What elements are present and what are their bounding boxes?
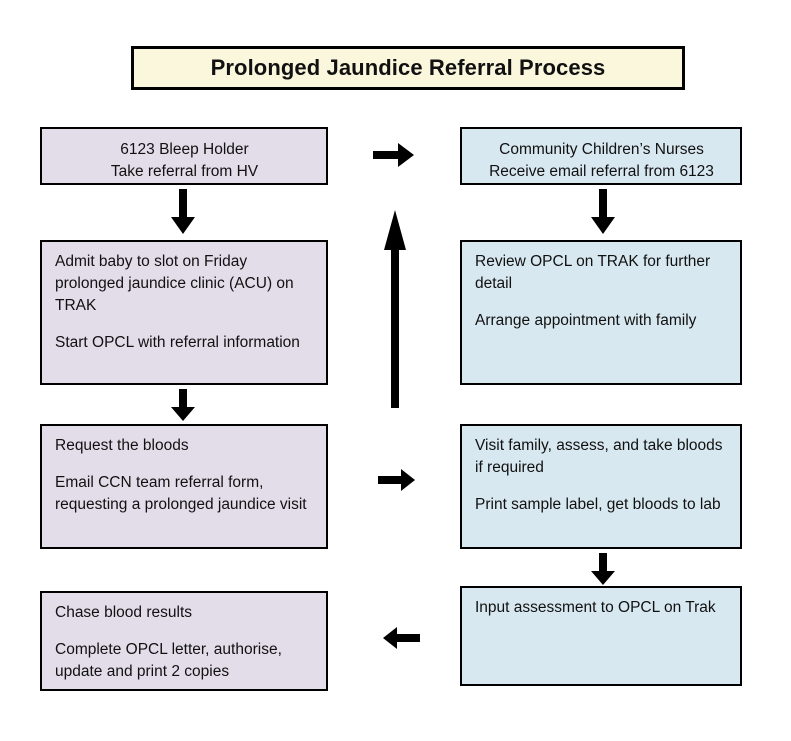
process-box-line: Print sample label, get bloods to lab xyxy=(475,496,721,513)
arrow-down-icon xyxy=(170,189,196,235)
process-box-admit-baby[interactable]: Admit baby to slot on Friday prolonged j… xyxy=(40,240,328,385)
process-box-review-opcl-content: Review OPCL on TRAK for further detail A… xyxy=(462,242,740,341)
process-box-input-assessment[interactable]: Input assessment to OPCL on Trak xyxy=(460,586,742,686)
arrow-down-icon xyxy=(590,189,616,235)
process-box-bleep-holder[interactable]: 6123 Bleep Holder Take referral from HV xyxy=(40,127,328,185)
arrow-left-icon xyxy=(382,626,420,650)
process-box-ccn-receive-referral-content: Community Children’s Nurses Receive emai… xyxy=(462,129,740,192)
process-box-line: Visit family, assess, and take bloods if… xyxy=(475,437,723,476)
process-box-line: Receive email referral from 6123 xyxy=(489,163,714,180)
process-box-request-bloods[interactable]: Request the bloods Email CCN team referr… xyxy=(40,424,328,549)
process-box-line: Chase blood results xyxy=(55,604,192,621)
arrow-right-icon xyxy=(378,468,416,492)
process-box-visit-family[interactable]: Visit family, assess, and take bloods if… xyxy=(460,424,742,549)
process-box-input-assessment-content: Input assessment to OPCL on Trak xyxy=(462,588,740,628)
process-box-line: Request the bloods xyxy=(55,437,189,454)
process-box-line: Admit baby to slot on Friday prolonged j… xyxy=(55,253,294,314)
arrow-down-icon xyxy=(170,389,196,422)
process-box-chase-blood-results-content: Chase blood results Complete OPCL letter… xyxy=(42,593,326,692)
process-box-line: Review OPCL on TRAK for further detail xyxy=(475,253,711,292)
diagram-title-box: Prolonged Jaundice Referral Process xyxy=(131,46,685,90)
process-box-review-opcl[interactable]: Review OPCL on TRAK for further detail A… xyxy=(460,240,742,385)
process-box-visit-family-content: Visit family, assess, and take bloods if… xyxy=(462,426,740,525)
process-box-ccn-receive-referral[interactable]: Community Children’s Nurses Receive emai… xyxy=(460,127,742,185)
process-box-request-bloods-content: Request the bloods Email CCN team referr… xyxy=(42,426,326,525)
process-box-bleep-holder-content: 6123 Bleep Holder Take referral from HV xyxy=(42,129,326,192)
process-box-admit-baby-content: Admit baby to slot on Friday prolonged j… xyxy=(42,242,326,363)
process-box-line: Take referral from HV xyxy=(110,163,259,180)
process-box-line: Input assessment to OPCL on Trak xyxy=(475,599,716,616)
process-box-line: Start OPCL with referral information xyxy=(55,334,300,351)
process-box-line: Arrange appointment with family xyxy=(475,312,697,329)
process-box-line: Email CCN team referral form, requesting… xyxy=(55,474,307,513)
process-box-chase-blood-results[interactable]: Chase blood results Complete OPCL letter… xyxy=(40,591,328,691)
process-box-line: 6123 Bleep Holder xyxy=(120,141,249,158)
process-box-line: Community Children’s Nurses xyxy=(499,141,704,158)
diagram-title-text: Prolonged Jaundice Referral Process xyxy=(210,55,606,80)
process-box-line: Complete OPCL letter, authorise, update … xyxy=(55,641,282,680)
arrow-right-icon xyxy=(373,142,415,168)
arrow-up-icon xyxy=(380,208,410,408)
arrow-down-icon xyxy=(590,553,616,586)
